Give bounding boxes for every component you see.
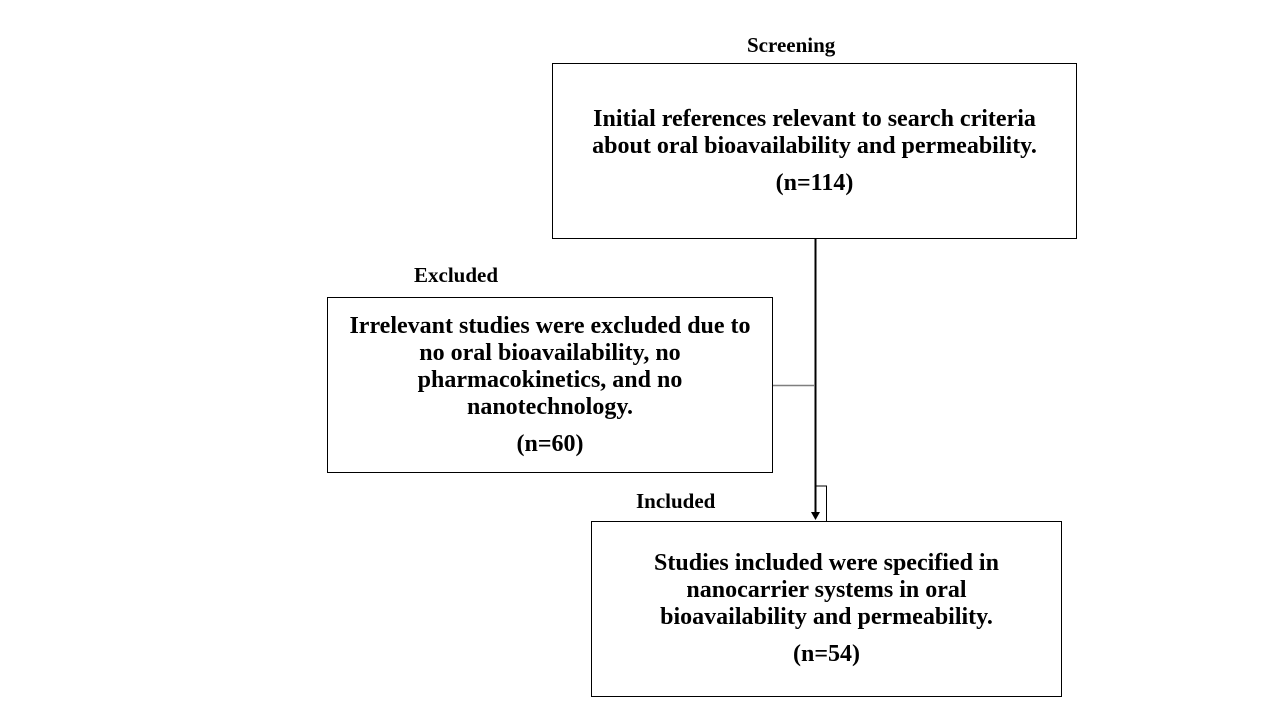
- screening-box: Initial references relevant to search cr…: [552, 63, 1077, 239]
- excluded-count: (n=60): [516, 430, 584, 457]
- included-arrowhead: [811, 512, 820, 520]
- included-label: Included: [636, 489, 716, 513]
- excluded-text: Irrelevant studies were excluded due to …: [349, 312, 751, 420]
- screening-label: Screening: [747, 33, 836, 57]
- included-text: Studies included were specified in nanoc…: [654, 550, 999, 630]
- screening-text: Initial references relevant to search cr…: [592, 105, 1037, 159]
- excluded-box: Irrelevant studies were excluded due to …: [327, 297, 773, 473]
- included-count: (n=54): [792, 641, 860, 667]
- screening-count: (n=114): [775, 169, 854, 196]
- arrow-bracket: [815, 485, 827, 521]
- excluded-label: Excluded: [414, 263, 499, 287]
- included-box: Studies included were specified in nanoc…: [591, 521, 1062, 697]
